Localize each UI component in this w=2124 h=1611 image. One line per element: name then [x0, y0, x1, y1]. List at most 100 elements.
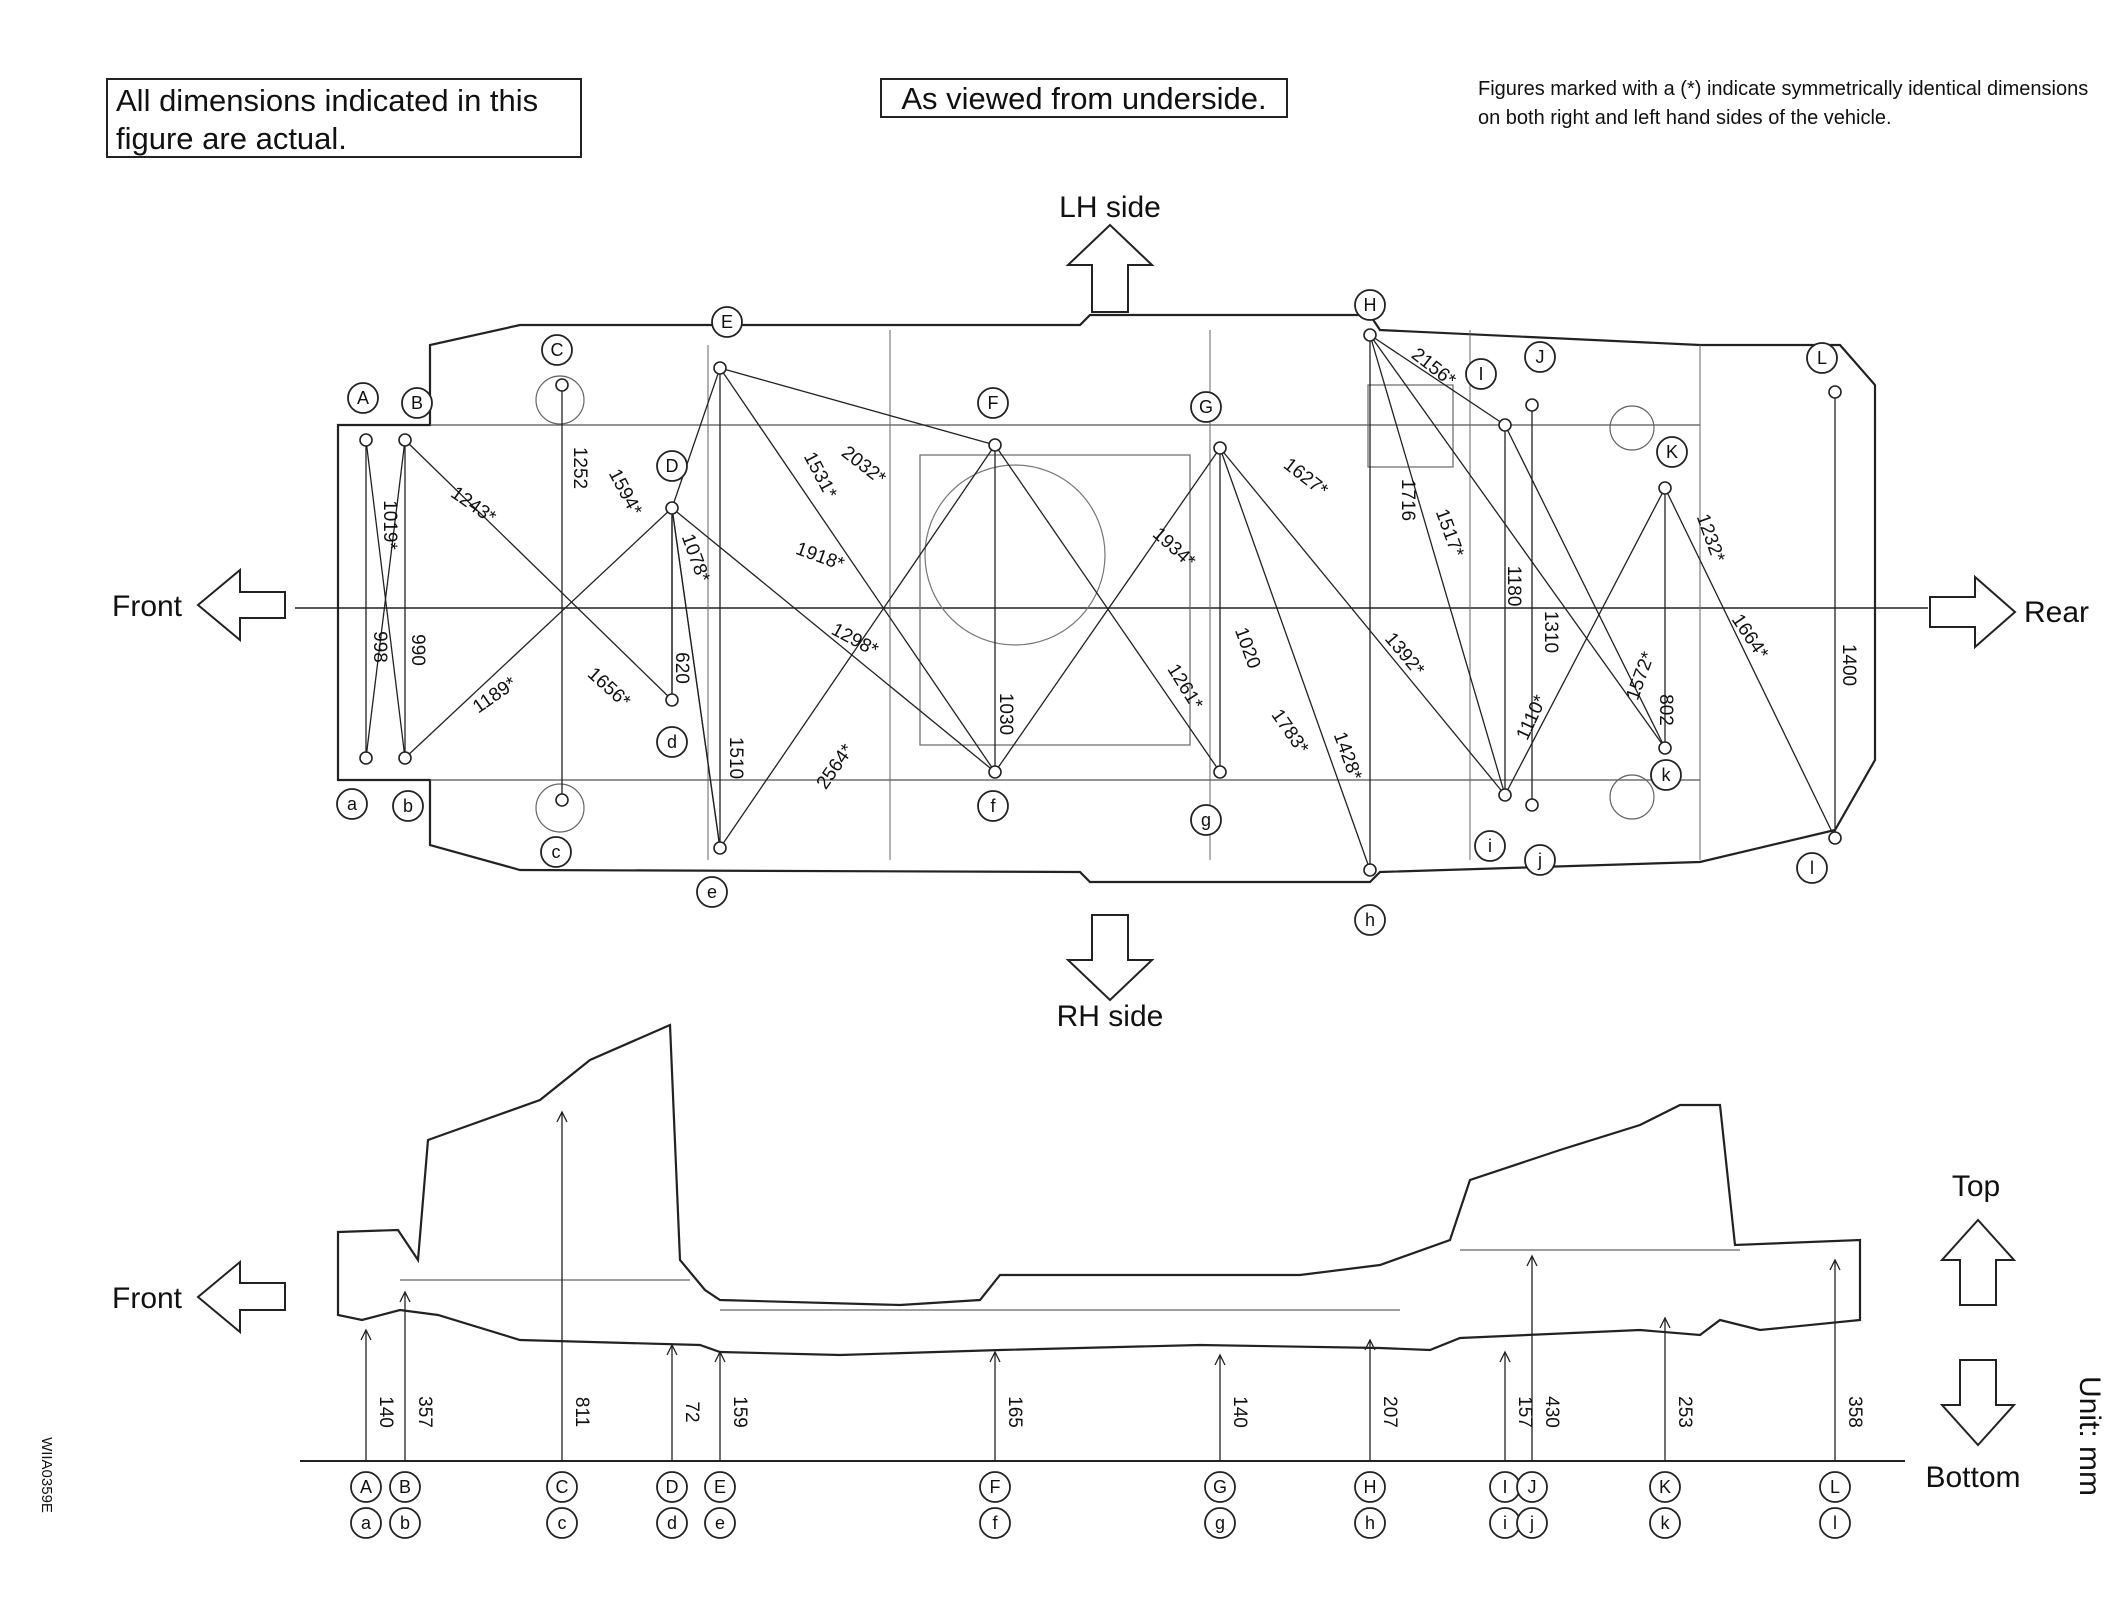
measurement-point-I: [1498, 418, 1512, 432]
dimension-line-G-f: [994, 447, 1221, 773]
height-arrowhead: [714, 1350, 726, 1363]
dimension-value: 1716: [1397, 479, 1418, 521]
measurement-point-C: [555, 378, 569, 392]
dimension-value: 990: [407, 634, 428, 666]
bottom-label-lower-g: g: [1204, 1507, 1236, 1539]
bottom-label-upper-I-text: I: [1502, 1477, 1507, 1497]
dimension-line-I-k: [1504, 424, 1666, 749]
dimension-value: 1252: [569, 447, 590, 489]
bottom-label-lower-g-text: g: [1215, 1513, 1225, 1533]
wheel-housing: [924, 464, 1106, 646]
measurement-point-K: [1658, 481, 1672, 495]
measurement-point-h: [1363, 863, 1377, 877]
front-strut-mount-lh: [535, 375, 585, 425]
point-label-lower-j-text: j: [1537, 850, 1542, 870]
point-label-lower-l: l: [1796, 852, 1828, 884]
point-label-upper-A-ring: [347, 382, 379, 414]
bottom-label-lower-a: a: [350, 1507, 382, 1539]
body-side-outline: [336, 1023, 1862, 1357]
bottom-label-lower-a-ring: [350, 1507, 382, 1539]
height-value: 140: [1229, 1396, 1250, 1428]
point-label-lower-b: b: [392, 790, 424, 822]
note-symmetric-dimensions: Figures marked with a (*) indicate symme…: [1478, 78, 2089, 129]
height-value: 140: [375, 1396, 396, 1428]
point-label-upper-F: F: [977, 387, 1009, 419]
point-label-lower-h-ring: [1354, 904, 1386, 936]
dimension-line-a-B: [365, 439, 406, 759]
dimension-value: 1664*: [1727, 610, 1773, 663]
bottom-label-upper-K-text: K: [1659, 1477, 1671, 1497]
bottom-label-lower-h-text: h: [1365, 1513, 1375, 1533]
measurement-point-d: [665, 693, 679, 707]
measurement-point-L: [1828, 385, 1842, 399]
measurement-point-b: [398, 751, 412, 765]
bottom-label-upper-C-text: C: [556, 1477, 569, 1497]
measurement-point-l: [1828, 831, 1842, 845]
dimension-value: 2032*: [837, 442, 890, 489]
point-label-lower-g-ring: [1190, 804, 1222, 836]
bottom-label-upper-H-text: H: [1364, 1477, 1377, 1497]
bottom-label-upper-D: D: [656, 1471, 688, 1503]
point-label-upper-L: L: [1806, 342, 1838, 374]
bottom-label-upper-L: L: [1819, 1471, 1851, 1503]
bottom-label-lower-k-text: k: [1661, 1513, 1671, 1533]
bottom-label-upper-B-text: B: [399, 1477, 411, 1497]
top-arrow-icon: [1939, 1218, 2017, 1306]
point-label-lower-k-ring: [1650, 759, 1682, 791]
point-label-upper-G-text: G: [1199, 397, 1213, 417]
rh-side-arrow-icon: [1065, 914, 1155, 1002]
point-label-lower-c: c: [540, 836, 572, 868]
height-dimension-lines: [360, 1110, 1841, 1461]
measurement-point-B: [398, 433, 412, 447]
point-label-upper-C-text: C: [551, 340, 564, 360]
note-viewed-from-underside: As viewed from underside.: [880, 78, 1288, 118]
front-strut-mount-rh: [535, 783, 585, 833]
point-label-lower-l-text: l: [1810, 858, 1814, 878]
bottom-label-lower-i-text: i: [1503, 1513, 1507, 1533]
bottom-label-upper-J-text: J: [1528, 1477, 1537, 1497]
bottom-label-upper-G: G: [1204, 1471, 1236, 1503]
height-value: 811: [571, 1397, 592, 1427]
point-label-upper-D: D: [656, 450, 688, 482]
height-arrowhead: [1364, 1338, 1376, 1351]
height-arrowhead: [360, 1328, 372, 1341]
dimension-value: 1310: [1540, 611, 1561, 653]
dimension-line-H-k: [1369, 334, 1666, 749]
dimension-value: 998: [369, 631, 390, 663]
height-value: 430: [1541, 1396, 1562, 1428]
bottom-label-lower-f-text: f: [992, 1513, 998, 1533]
point-label-upper-K-text: K: [1666, 442, 1678, 462]
lh-side-label: LH side: [1059, 191, 1161, 224]
dimension-line-F-g: [994, 444, 1221, 773]
bottom-label-lower-e-text: e: [715, 1513, 725, 1533]
measurement-point-j: [1525, 798, 1539, 812]
point-label-upper-K-ring: [1656, 436, 1688, 468]
dimension-value: 1531*: [799, 449, 841, 503]
bottom-label-upper-C: C: [546, 1471, 578, 1503]
point-label-lower-e-ring: [696, 876, 728, 908]
side-front-arrow-icon: [196, 1259, 286, 1335]
dimension-value: 1783*: [1267, 705, 1313, 758]
measurement-point-g: [1213, 765, 1227, 779]
dimension-line-D-f: [671, 507, 996, 773]
bottom-label-lower-j-ring: [1516, 1507, 1548, 1539]
dimension-value: 1517*: [1431, 506, 1468, 560]
point-label-lower-k: k: [1650, 759, 1682, 791]
dimension-value: 1020: [1230, 625, 1264, 672]
bottom-label-lower-f-ring: [979, 1507, 1011, 1539]
bottom-label-lower-k-ring: [1649, 1507, 1681, 1539]
point-label-lower-a: a: [336, 788, 368, 820]
point-label-lower-l-ring: [1796, 852, 1828, 884]
bottom-label-lower-g-ring: [1204, 1507, 1236, 1539]
dimension-value: 1030: [995, 693, 1016, 735]
bottom-label-upper-E: E: [704, 1471, 736, 1503]
height-value: 72: [681, 1401, 702, 1422]
height-arrowhead: [1829, 1258, 1841, 1271]
height-arrowhead: [1499, 1350, 1511, 1363]
measurement-point-c: [555, 793, 569, 807]
rear-label: Rear: [2024, 596, 2089, 629]
dimension-line-H-I: [1369, 334, 1506, 426]
point-label-lower-d-ring: [656, 726, 688, 758]
measurement-point-k: [1658, 741, 1672, 755]
